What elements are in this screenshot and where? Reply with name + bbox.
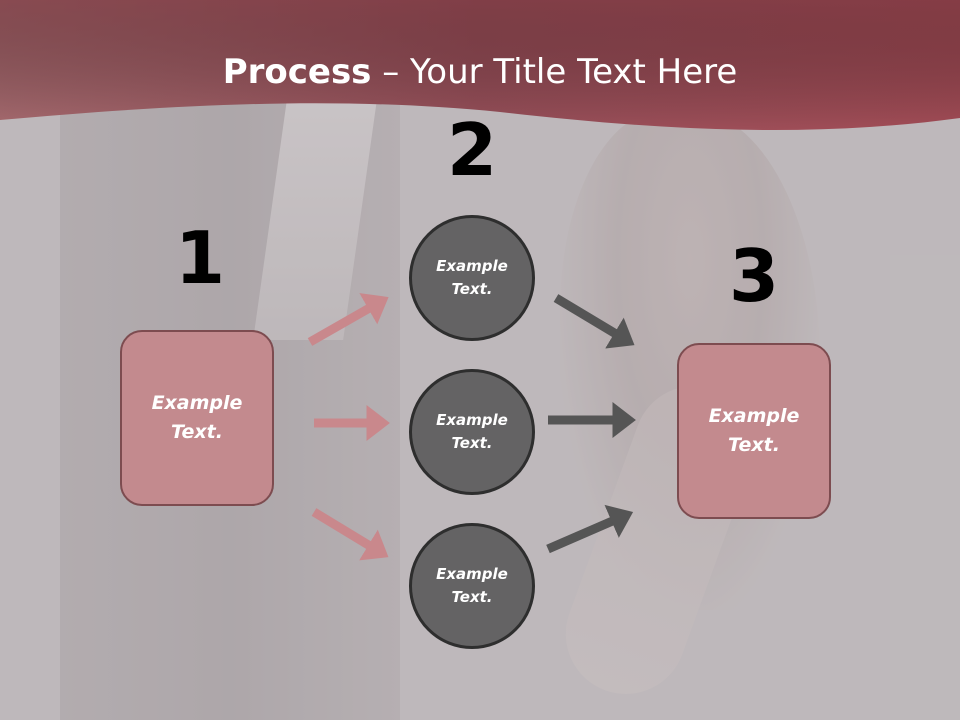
slide-title: Process – Your Title Text Here [0, 52, 960, 92]
step-2-circle-middle: Example Text. [409, 369, 535, 495]
step-1-box: Example Text. [120, 330, 274, 506]
arrow-bot-to-right [546, 504, 634, 554]
step-number-1: 1 [174, 216, 226, 300]
step-3-box: Example Text. [677, 343, 831, 519]
title-bold: Process [222, 52, 372, 92]
arrow-left-to-top [307, 293, 389, 346]
step-number-3: 3 [728, 234, 780, 318]
circle-bot-text-line1: Example [436, 565, 508, 583]
title-rest: – Your Title Text Here [371, 52, 738, 92]
step-1-text-line1: Example [151, 392, 243, 414]
circle-top-text-line1: Example [436, 257, 508, 275]
step-2-circle-bottom: Example Text. [409, 523, 535, 649]
step-2-circle-top: Example Text. [409, 215, 535, 341]
circle-top-text-line2: Text. [451, 280, 493, 298]
header-wave [0, 0, 960, 131]
circle-mid-text-line2: Text. [451, 434, 493, 452]
step-1-text-line2: Text. [171, 421, 223, 443]
arrow-top-to-right [553, 294, 635, 349]
circle-mid-text-line1: Example [436, 411, 508, 429]
arrow-left-to-bot [311, 508, 389, 561]
step-number-2: 2 [446, 108, 498, 192]
header-banner: Process – Your Title Text Here [0, 0, 960, 140]
step-3-text-line2: Text. [728, 434, 780, 456]
circle-bot-text-line2: Text. [451, 588, 493, 606]
step-3-text-line1: Example [708, 405, 800, 427]
